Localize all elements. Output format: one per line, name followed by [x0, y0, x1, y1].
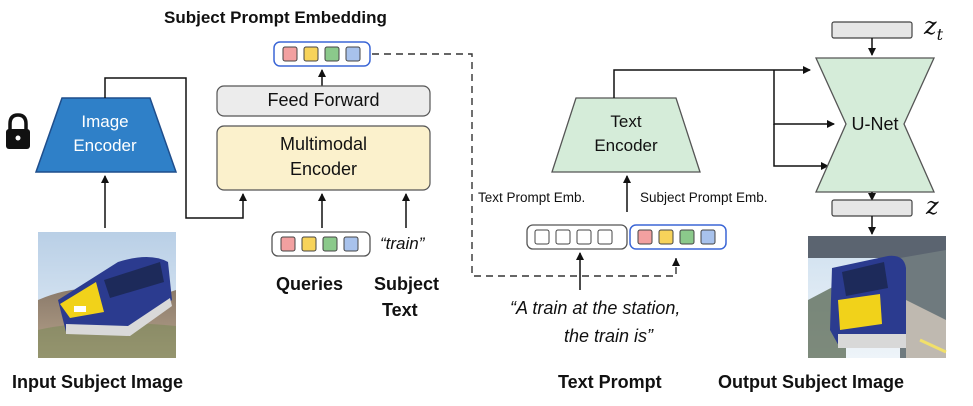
- subject-prompt-embedding-tokens: [273, 41, 371, 67]
- image-encoder-label-1: Image: [81, 112, 129, 131]
- subject-text-label-1: Subject: [374, 274, 440, 294]
- subject-prompt-emb-label: Subject Prompt Emb.: [640, 190, 768, 205]
- latent-zt-subscript: t: [936, 25, 944, 44]
- latent-z-box: [831, 199, 913, 217]
- lock-icon: [6, 113, 30, 149]
- text-prompt-caption: Text Prompt: [558, 372, 662, 392]
- subject-word: “train”: [380, 234, 425, 253]
- prompt-text-line-2: the train is”: [564, 326, 654, 346]
- feed-forward-block: [216, 85, 431, 117]
- text-prompt-emb-label: Text Prompt Emb.: [478, 190, 586, 205]
- input-subject-image: [38, 232, 176, 358]
- feed-forward-label: Feed Forward: [267, 90, 380, 110]
- dashed-connector: [372, 53, 677, 277]
- multimodal-encoder-block: [216, 125, 431, 191]
- image-encoder-label-2: Encoder: [73, 136, 137, 155]
- latent-z-label: z: [926, 192, 939, 220]
- text-encoder-block: [551, 97, 701, 173]
- title-subject-prompt-embedding: Subject Prompt Embedding: [164, 8, 387, 27]
- image-encoder-block: [34, 97, 178, 173]
- queries-label: Queries: [276, 274, 344, 294]
- unet-block: [814, 57, 936, 193]
- text-encoder-label-1: Text: [610, 112, 642, 131]
- prompt-text-line-1: “A train at the station,: [510, 298, 681, 318]
- text-encoder-label-2: Encoder: [594, 136, 658, 155]
- subject-text-label-2: Text: [382, 300, 418, 320]
- latent-zt-symbol: z: [924, 12, 937, 40]
- input-subject-image-caption: Input Subject Image: [12, 372, 184, 392]
- multimodal-encoder-label-2: Encoder: [289, 159, 358, 179]
- text-prompt-tokens: [526, 224, 628, 250]
- output-subject-image: [808, 236, 947, 358]
- latent-zt-label: zt: [924, 12, 943, 44]
- latent-zt-box: [831, 21, 913, 39]
- unet-label: U-Net: [851, 114, 899, 134]
- multimodal-encoder-label-1: Multimodal: [279, 134, 368, 154]
- subject-prompt-tokens: [629, 224, 727, 250]
- query-tokens: [271, 231, 371, 257]
- output-subject-image-caption: Output Subject Image: [718, 372, 905, 392]
